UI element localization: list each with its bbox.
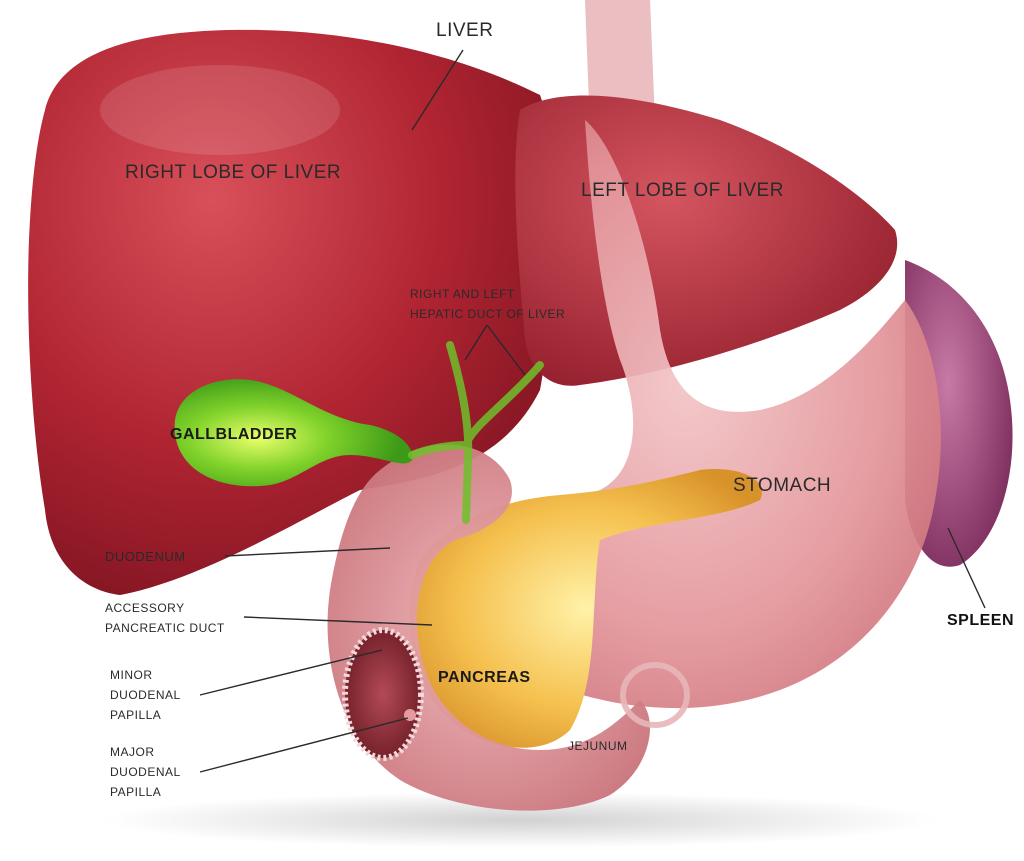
label-liver: LIVER bbox=[436, 20, 494, 41]
label-spleen: SPLEEN bbox=[947, 612, 1015, 629]
label-minor-line1: MINOR bbox=[110, 668, 153, 682]
label-accessory-line1: ACCESSORY bbox=[105, 601, 185, 615]
label-right-lobe: RIGHT LOBE OF LIVER bbox=[125, 162, 342, 183]
leader-duodenum bbox=[224, 547, 391, 557]
label-duodenum: DUODENUM bbox=[105, 549, 186, 564]
label-stomach: STOMACH bbox=[733, 475, 832, 496]
label-major-line1: MAJOR bbox=[110, 745, 155, 759]
label-hepatic-duct: RIGHT AND LEFT HEPATIC DUCT OF LIVER bbox=[410, 284, 565, 324]
label-left-lobe: LEFT LOBE OF LIVER bbox=[581, 180, 784, 201]
leader-liver bbox=[411, 49, 464, 131]
leader-hepatic-left bbox=[464, 324, 488, 361]
label-gallbladder: GALLBLADDER bbox=[170, 426, 298, 443]
leader-accessory bbox=[243, 616, 433, 626]
label-jejunum: JEJUNUM bbox=[568, 739, 628, 753]
jejunum-ring bbox=[620, 662, 690, 728]
ground-shadow bbox=[100, 792, 940, 848]
leader-spleen bbox=[947, 527, 986, 609]
label-hepatic-duct-line1: RIGHT AND LEFT bbox=[410, 287, 515, 301]
label-major-papilla: MAJOR DUODENAL PAPILLA bbox=[110, 742, 181, 802]
label-major-line3: PAPILLA bbox=[110, 785, 162, 799]
label-minor-papilla: MINOR DUODENAL PAPILLA bbox=[110, 665, 181, 725]
leader-major bbox=[199, 717, 409, 773]
label-minor-line3: PAPILLA bbox=[110, 708, 162, 722]
pancreas-shape bbox=[409, 469, 762, 748]
leader-hepatic-right bbox=[486, 324, 526, 376]
label-accessory-line2: PANCREATIC DUCT bbox=[105, 621, 225, 635]
liver-left-lobe-shape bbox=[515, 95, 898, 386]
leader-minor bbox=[199, 649, 383, 696]
label-major-line2: DUODENAL bbox=[110, 765, 181, 779]
hepatic-ducts bbox=[408, 341, 544, 524]
label-hepatic-duct-line2: HEPATIC DUCT OF LIVER bbox=[410, 307, 566, 321]
duodenum-lumen bbox=[342, 627, 424, 761]
gallbladder-shape bbox=[174, 379, 413, 487]
leader-lines bbox=[199, 49, 986, 773]
label-minor-line2: DUODENAL bbox=[110, 688, 181, 702]
liver-highlight bbox=[100, 65, 340, 155]
label-accessory-duct: ACCESSORY PANCREATIC DUCT bbox=[105, 598, 225, 638]
label-pancreas: PANCREAS bbox=[438, 669, 531, 686]
